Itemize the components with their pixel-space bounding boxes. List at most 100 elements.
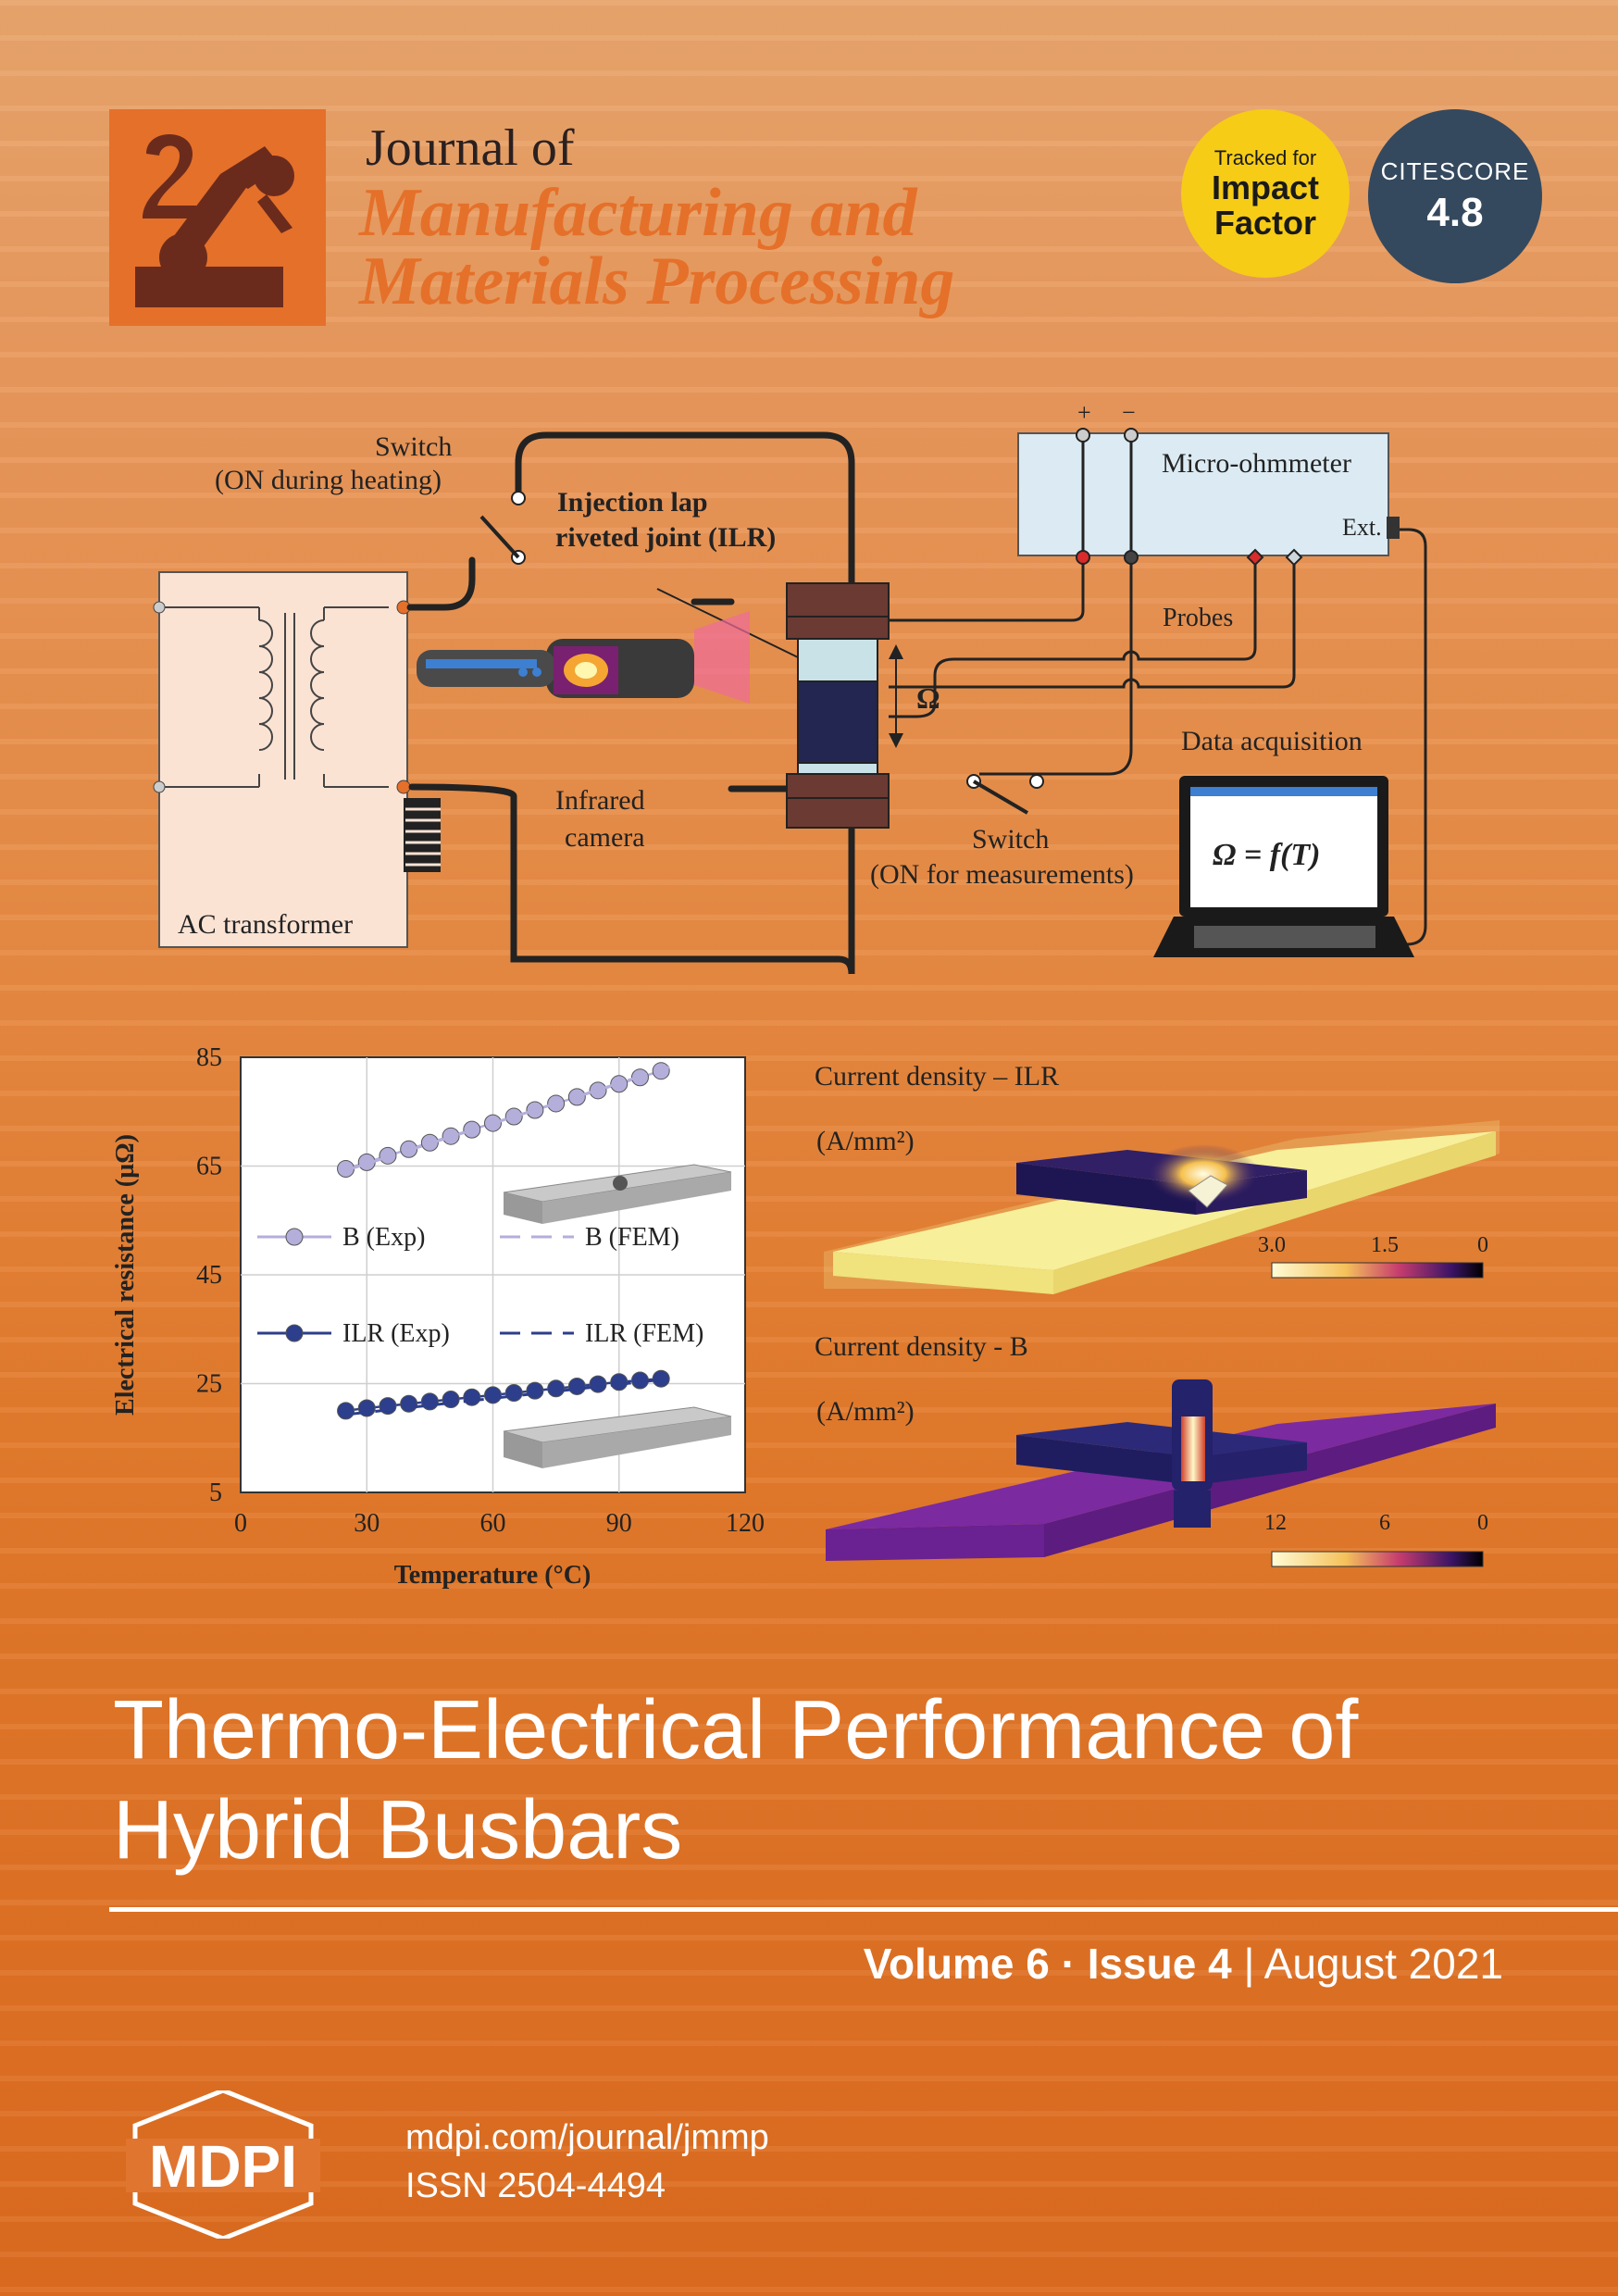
mdpi-wordmark: MDPI — [149, 2133, 297, 2200]
current-density-simulations: Current density – ILR (A/mm²) 3.0 1.5 0 … — [815, 1061, 1500, 1567]
journal-issn: ISSN 2504-4494 — [405, 2166, 666, 2205]
chart-ytick-label: 85 — [196, 1043, 222, 1072]
chart-data-point — [442, 1391, 460, 1409]
daq-formula: Ω = f(T) — [1213, 838, 1320, 872]
micro-ohmmeter — [1017, 432, 1389, 556]
chart-xtick-label: 60 — [480, 1509, 506, 1538]
ac-transformer — [158, 571, 408, 948]
chart-data-point — [504, 1383, 523, 1402]
probes-label: Probes — [1163, 604, 1233, 632]
switch-measure-label: Switch — [972, 824, 1049, 855]
chart-data-point — [652, 1369, 670, 1388]
sim-b-unit: (A/mm²) — [816, 1396, 915, 1427]
chart-legend-label: B (FEM) — [585, 1223, 679, 1252]
citescore-value: 4.8 — [1426, 189, 1484, 235]
ohmmeter-label: Micro-ohmmeter — [1162, 448, 1351, 479]
sim-ilr-tick-mid: 1.5 — [1371, 1233, 1399, 1257]
switch-measure-sublabel: (ON for measurements) — [870, 859, 1134, 890]
chart-xtick-label: 0 — [234, 1509, 247, 1538]
chart-data-point — [442, 1127, 460, 1145]
chart-data-point — [567, 1377, 586, 1395]
chart-data-point — [547, 1379, 566, 1398]
chart-legend-label: B (Exp) — [342, 1223, 425, 1252]
article-title: Thermo-Electrical Performance of Hybrid … — [113, 1680, 1557, 1880]
infrared-camera-icon — [417, 611, 750, 704]
ilr-joint — [797, 680, 878, 764]
switch-heating-sublabel: (ON during heating) — [215, 465, 442, 495]
sim-b-tick-mid: 6 — [1379, 1511, 1390, 1535]
chart-series-line — [345, 1377, 662, 1413]
minus-sign: − — [1122, 399, 1136, 426]
chart-data-point — [526, 1381, 544, 1400]
chart-series-line — [345, 1066, 670, 1172]
ext-label: Ext. — [1342, 514, 1382, 541]
badge-factor-text: Factor — [1214, 204, 1317, 242]
chart-xtick-label: 90 — [606, 1509, 632, 1538]
daq-label: Data acquisition — [1181, 726, 1363, 756]
camera-label-line2: camera — [565, 822, 645, 853]
sim-ilr-unit: (A/mm²) — [816, 1126, 915, 1156]
chart-data-point — [400, 1394, 418, 1413]
chart-legend-marker — [285, 1324, 304, 1342]
chart-data-point — [526, 1101, 544, 1119]
heatsink-fins — [405, 807, 441, 867]
impact-factor-badge[interactable]: Tracked for Impact Factor — [1181, 109, 1350, 278]
article-title-line1: Thermo-Electrical Performance of — [113, 1684, 1359, 1777]
chart-legend-marker — [285, 1228, 304, 1246]
chart-data-point — [420, 1133, 439, 1152]
chart-legend-label: ILR (Exp) — [342, 1319, 450, 1348]
issue-date: August 2021 — [1263, 1940, 1503, 1988]
chart-series-line — [345, 1377, 670, 1416]
chart-ytick-label: 65 — [196, 1153, 222, 1181]
chart-data-point — [463, 1388, 481, 1406]
chart-xtick-label: 120 — [726, 1509, 765, 1538]
volume-issue: Volume 6 · Issue 4 — [863, 1940, 1232, 1988]
chart-data-point — [610, 1373, 629, 1391]
sim-ilr-tick-min: 0 — [1477, 1233, 1488, 1257]
plus-sign: + — [1077, 399, 1091, 426]
chart-ylabel: Electrical resistance (µΩ) — [111, 1134, 140, 1416]
sim-ilr-colorbar — [1271, 1262, 1484, 1279]
transformer-coils-icon — [159, 606, 389, 788]
chart-data-point — [357, 1153, 376, 1171]
joint-label-line2: riveted joint (ILR) — [555, 522, 776, 553]
laptop-icon — [1153, 776, 1414, 957]
citescore-label: CITESCORE — [1380, 156, 1530, 185]
chart-xtick-label: 30 — [354, 1509, 380, 1538]
chart-series — [337, 1062, 670, 1420]
sim-ilr-tick-max: 3.0 — [1258, 1233, 1286, 1257]
switch-heating-label: Switch — [375, 431, 452, 462]
issue-info: Volume 6 · Issue 4 | August 2021 — [864, 1939, 1503, 1989]
title-divider — [109, 1907, 1618, 1912]
specimen-photo-b — [503, 1164, 732, 1224]
chart-xlabel: Temperature (°C) — [394, 1561, 591, 1590]
chart-data-point — [504, 1107, 523, 1126]
chart-legend-label: ILR (FEM) — [585, 1319, 703, 1348]
sim-b-tick-min: 0 — [1477, 1511, 1488, 1535]
camera-label-line1: Infrared — [555, 785, 645, 816]
badge-tracked-text: Tracked for — [1214, 146, 1317, 169]
journal-logo — [109, 109, 326, 326]
transformer-label: AC transformer — [178, 909, 353, 940]
journal-title-line1: Journal of — [366, 119, 575, 177]
chart-data-point — [589, 1081, 607, 1100]
chart-ytick-label: 25 — [196, 1370, 222, 1399]
ohmmeter-wires — [889, 435, 1427, 946]
chart-data-point — [337, 1402, 355, 1420]
journal-title-line3: Materials Processing — [359, 243, 955, 319]
journal-url[interactable]: mdpi.com/journal/jmmp — [405, 2118, 769, 2157]
joint-label-line1: Injection lap — [557, 487, 708, 518]
mdpi-hexagon-icon — [132, 2090, 314, 2239]
chart-ytick-label: 5 — [209, 1479, 222, 1507]
sim-b-tick-max: 12 — [1264, 1511, 1287, 1535]
citescore-badge[interactable]: CITESCORE 4.8 — [1368, 109, 1542, 283]
sim-ilr-model — [824, 1120, 1500, 1294]
sim-b-model — [826, 1379, 1496, 1561]
chart-legend: B (Exp) B (FEM) ILR (Exp) ILR (FEM) — [257, 1223, 703, 1348]
chart-data-point — [420, 1392, 439, 1411]
specimen-photo-ilr — [503, 1406, 732, 1468]
robot-arm-icon — [135, 134, 294, 307]
